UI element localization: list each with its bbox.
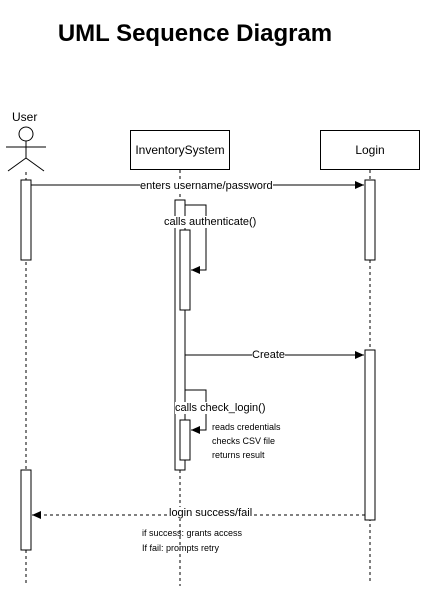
message-label-login-result: login success/fail — [169, 507, 253, 519]
note-check-login-line-2: checks CSV file — [212, 436, 276, 446]
inventory-activation-check-login — [179, 419, 191, 461]
inventory-activation-main — [174, 199, 186, 471]
note-result-line-2: If fail: prompts retry — [142, 543, 220, 553]
note-check-login-line-3: returns result — [212, 450, 265, 460]
user-activation-2 — [20, 469, 32, 551]
user-actor-icon — [6, 126, 46, 172]
login-activation-2 — [364, 349, 376, 521]
message-label-create: Create — [252, 349, 286, 361]
diagram-title: UML Sequence Diagram — [57, 20, 333, 47]
message-arrow-authenticate — [185, 204, 207, 274]
message-label-enter-credentials: enters username/password — [140, 180, 273, 192]
message-label-check-login: calls check_login() — [175, 402, 266, 414]
participant-login: Login — [320, 130, 420, 170]
login-activation-1 — [364, 179, 376, 261]
participant-inventory-system: InventorySystem — [130, 130, 230, 170]
inventory-activation-authenticate — [179, 229, 191, 311]
message-label-authenticate: calls authenticate() — [164, 216, 257, 228]
participant-user-label: User — [12, 110, 38, 124]
user-activation-1 — [20, 179, 32, 261]
note-result-line-1: if success: grants access — [142, 528, 243, 538]
note-check-login-line-1: reads credentials — [212, 422, 281, 432]
